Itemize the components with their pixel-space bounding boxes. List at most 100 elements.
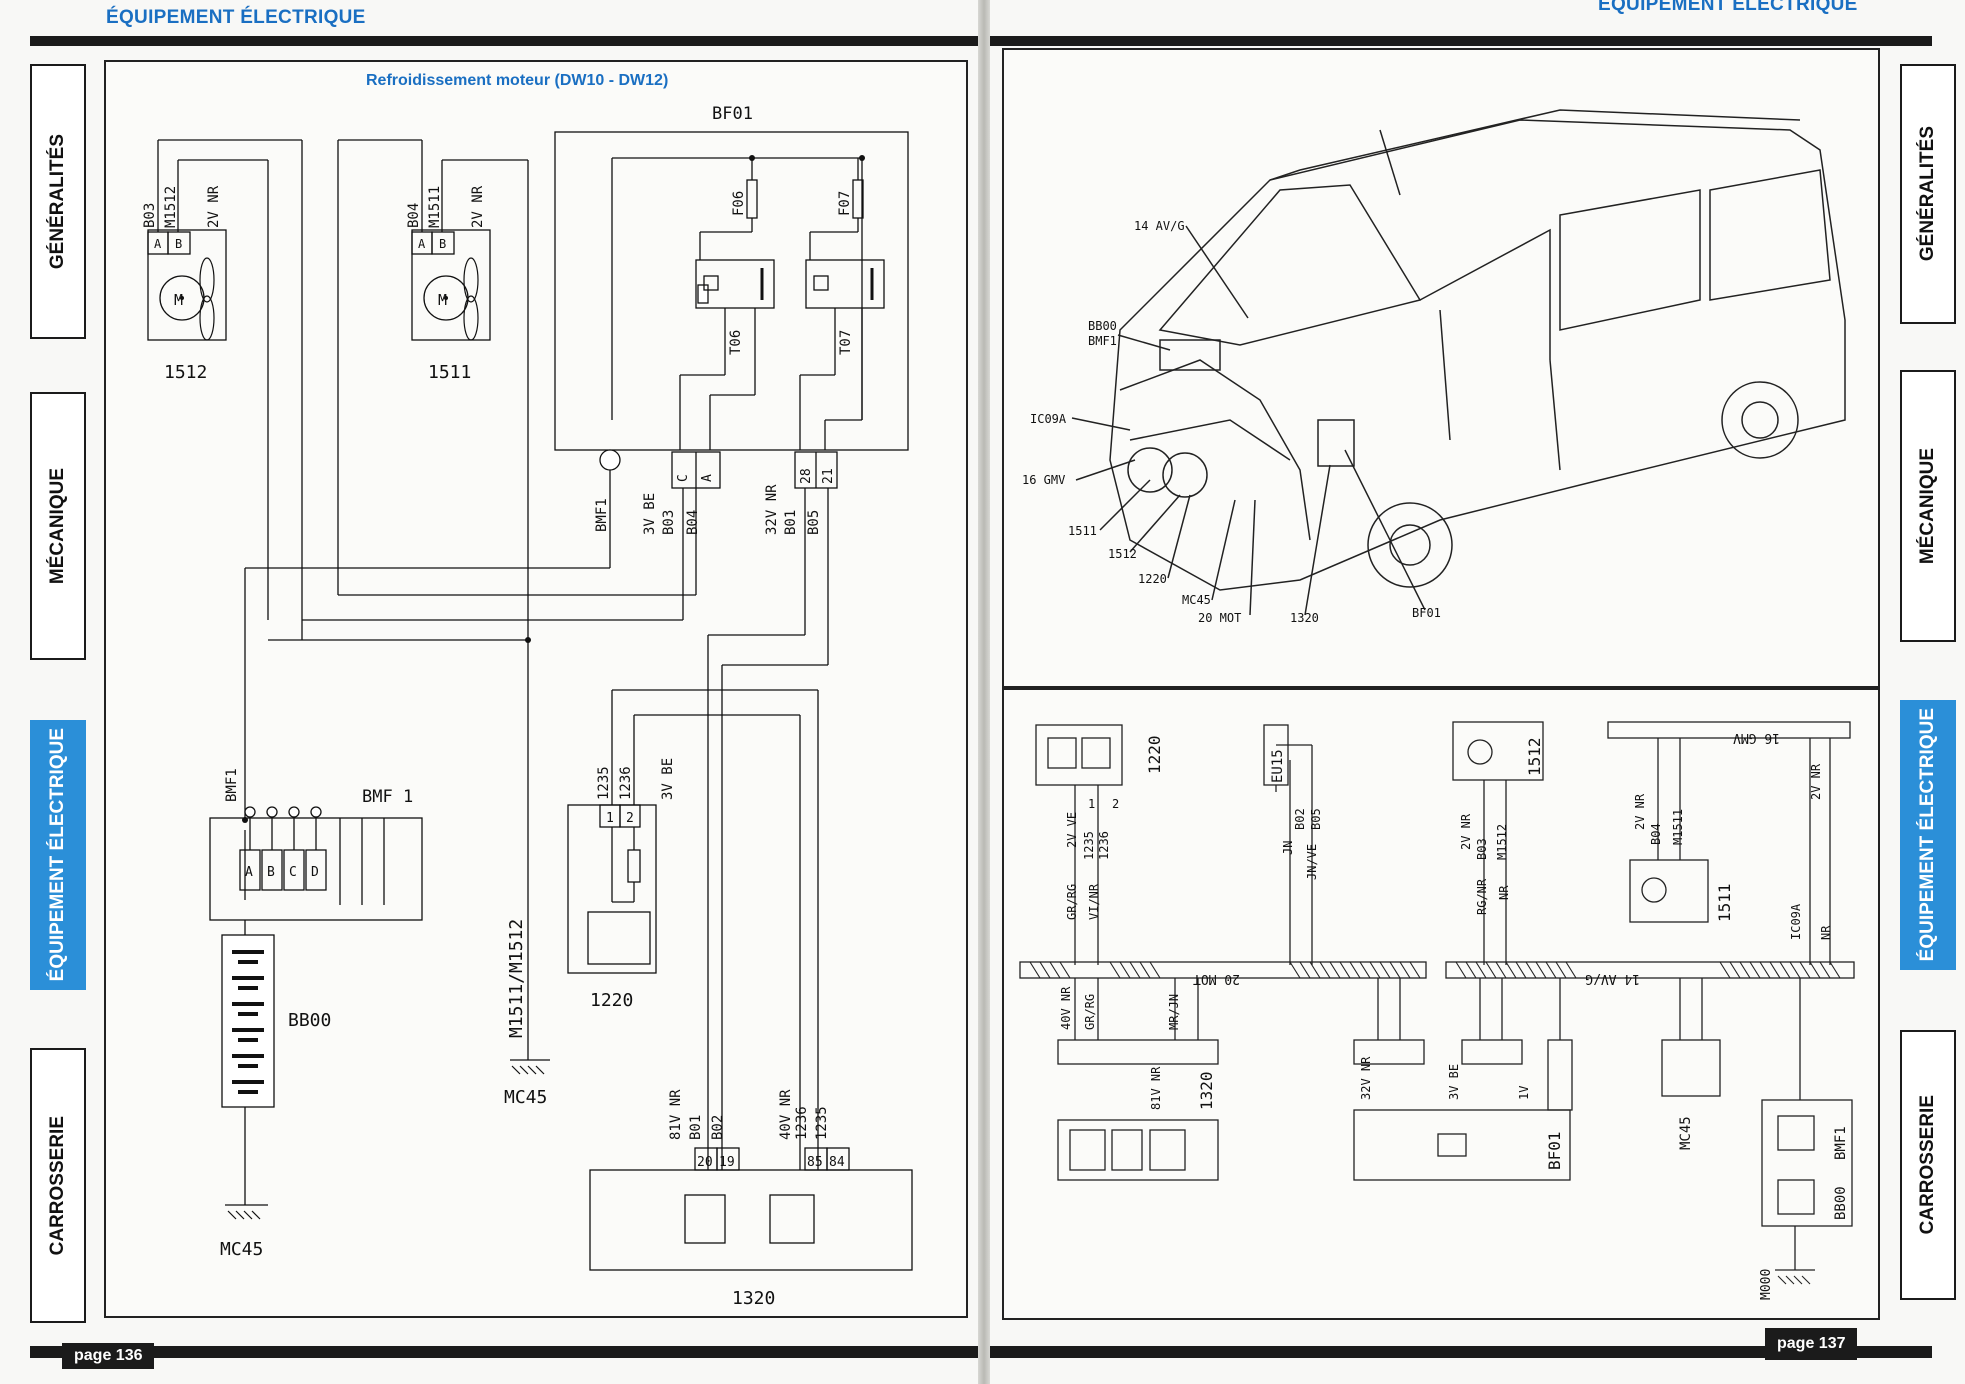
pin-28: 28 [799, 468, 814, 484]
bus-16gmv [1607, 721, 1851, 739]
wl-2vve: 2V VE [1065, 812, 1079, 848]
wire-3v-be: 3V BE [642, 493, 658, 535]
pin-b-1512: B [175, 237, 182, 251]
box-1511 [1629, 859, 1709, 923]
tab-generalites-left[interactable]: GÉNÉRALITÉS [30, 64, 86, 339]
tab-mecanique-right[interactable]: MÉCANIQUE [1900, 370, 1956, 642]
wl-81vnr: 81V NR [1149, 1066, 1163, 1110]
wl-1v: 1V [1517, 1086, 1531, 1100]
wl-32vnr: 32V NR [1359, 1056, 1373, 1100]
top-rule-left [30, 36, 978, 46]
wl-2vnr-ic09a: 2V NR [1809, 763, 1823, 800]
box-bb00 [1761, 1099, 1853, 1227]
tab-equipement-electrique-right[interactable]: ÉQUIPEMENT ÉLECTRIQUE [1900, 700, 1956, 970]
section-title-left: ÉQUIPEMENT ÉLECTRIQUE [106, 7, 366, 28]
wl-nr-1512: NR [1497, 885, 1511, 900]
motor-symbol-1512: M [174, 291, 183, 309]
bf01-label: BF01 [712, 104, 753, 124]
bmf1-pin-label: BMF1 [594, 498, 610, 532]
callout-mc45: MC45 [1182, 593, 1211, 607]
wire-b01: B01 [783, 510, 799, 535]
wire-1235-ecu: 1235 [814, 1106, 830, 1140]
pin-84: 84 [829, 1155, 845, 1170]
wl-ic09a: IC09A [1789, 903, 1803, 940]
callout-16gmv: 16 GMV [1022, 473, 1065, 487]
wl-bf01: BF01 [1545, 1131, 1564, 1170]
wl-bb00: BB00 [1833, 1186, 1849, 1220]
wl-eu15: EU15 [1270, 749, 1286, 783]
wl-3vbe: 3V BE [1447, 1064, 1461, 1100]
wl-b04: B04 [1649, 823, 1663, 845]
callout-1511: 1511 [1068, 524, 1097, 538]
wl-m1511: M1511 [1671, 809, 1685, 845]
top-rule-right [990, 36, 1932, 46]
van-body [1109, 119, 1846, 591]
bottom-rule-right [990, 1346, 1932, 1358]
wl-vinr: VI/NR [1087, 883, 1101, 920]
book-spine [978, 0, 990, 1384]
wire-b04: B04 [685, 510, 701, 535]
bus-14avg [1445, 961, 1855, 979]
tab-mecanique-left[interactable]: MÉCANIQUE [30, 392, 86, 660]
wl-1320: 1320 [1197, 1071, 1216, 1110]
bus-20mot [1019, 961, 1427, 979]
pin-1-1220: 1 [606, 811, 614, 826]
vehicle-frame [1002, 48, 1880, 688]
section-title-right: ÉQUIPEMENT ÉLECTRIQUE [1598, 0, 1858, 15]
wl-nr-ic09a: NR [1819, 925, 1833, 940]
wl-pin2: 2 [1112, 797, 1119, 811]
fuse-c: C [289, 865, 297, 880]
motor-1512-label: 1512 [164, 362, 207, 383]
wl-20mot: 20 MOT [1193, 971, 1240, 986]
wl-b02: B02 [1293, 808, 1307, 830]
wire-3v-be-1220: 3V BE [660, 758, 676, 800]
tab-generalites-right[interactable]: GÉNÉRALITÉS [1900, 64, 1956, 324]
wire-2v-nr-1511: 2V NR [470, 185, 486, 228]
m1511-m1512-label: M1511/M1512 [506, 919, 527, 1038]
pin-21: 21 [821, 468, 836, 484]
t07-label: T07 [838, 330, 854, 355]
wire-32v-nr: 32V NR [764, 484, 780, 535]
tab-carrosserie-left[interactable]: CARROSSERIE [30, 1048, 86, 1323]
m1512-wire-label: M1512 [163, 186, 179, 228]
callout-bf01: BF01 [1412, 606, 1441, 620]
pin-a-bf01: A [700, 474, 715, 482]
sensor-1220-label: 1220 [590, 990, 633, 1011]
wire-1236: 1236 [618, 766, 634, 800]
callout-20mot: 20 MOT [1198, 611, 1241, 625]
wl-14avg: 14 AV/G [1585, 971, 1640, 986]
wl-grrg-lower: GR/RG [1083, 994, 1097, 1030]
wl-1511: 1511 [1715, 883, 1734, 922]
b03-label: B03 [142, 203, 158, 228]
bf01-box [554, 131, 909, 451]
pin-2-1220: 2 [626, 811, 634, 826]
wl-1512: 1512 [1525, 737, 1544, 776]
wire-b02-ecu: B02 [710, 1115, 726, 1140]
box-1512 [1452, 721, 1544, 781]
tab-carrosserie-right[interactable]: CARROSSERIE [1900, 1030, 1956, 1300]
wire-40v-nr: 40V NR [778, 1089, 794, 1140]
diagram-title: Refroidissement moteur (DW10 - DW12) [366, 72, 669, 89]
motor-symbol-1511: M [438, 291, 447, 309]
wire-1236-ecu: 1236 [794, 1106, 810, 1140]
tab-equipement-electrique-left[interactable]: ÉQUIPEMENT ÉLECTRIQUE [30, 720, 86, 990]
cooling-schematic: BF01 F06 F07 T06 T07 M M A B A B 1512 15… [142, 104, 913, 1309]
wl-m1512: M1512 [1495, 824, 1509, 860]
wire-b01-ecu: B01 [688, 1115, 704, 1140]
fuse-d: D [311, 865, 319, 880]
wl-m000: M000 [1759, 1269, 1774, 1300]
pin-85: 85 [807, 1155, 823, 1170]
pin-19: 19 [719, 1155, 735, 1170]
callout-1220: 1220 [1138, 572, 1167, 586]
relay-t07 [805, 259, 885, 309]
b04-label: B04 [406, 203, 422, 228]
wl-1220: 1220 [1145, 735, 1164, 774]
wl-1236: 1236 [1097, 831, 1111, 860]
callout-1320: 1320 [1290, 611, 1319, 625]
f06-label: F06 [731, 191, 747, 216]
wl-grrg: GR/RG [1065, 884, 1079, 920]
wl-b05: B05 [1309, 808, 1323, 830]
callout-14avg: 14 AV/G [1134, 219, 1185, 233]
wl-b03: B03 [1475, 838, 1489, 860]
wiring-frame [1002, 688, 1880, 1320]
